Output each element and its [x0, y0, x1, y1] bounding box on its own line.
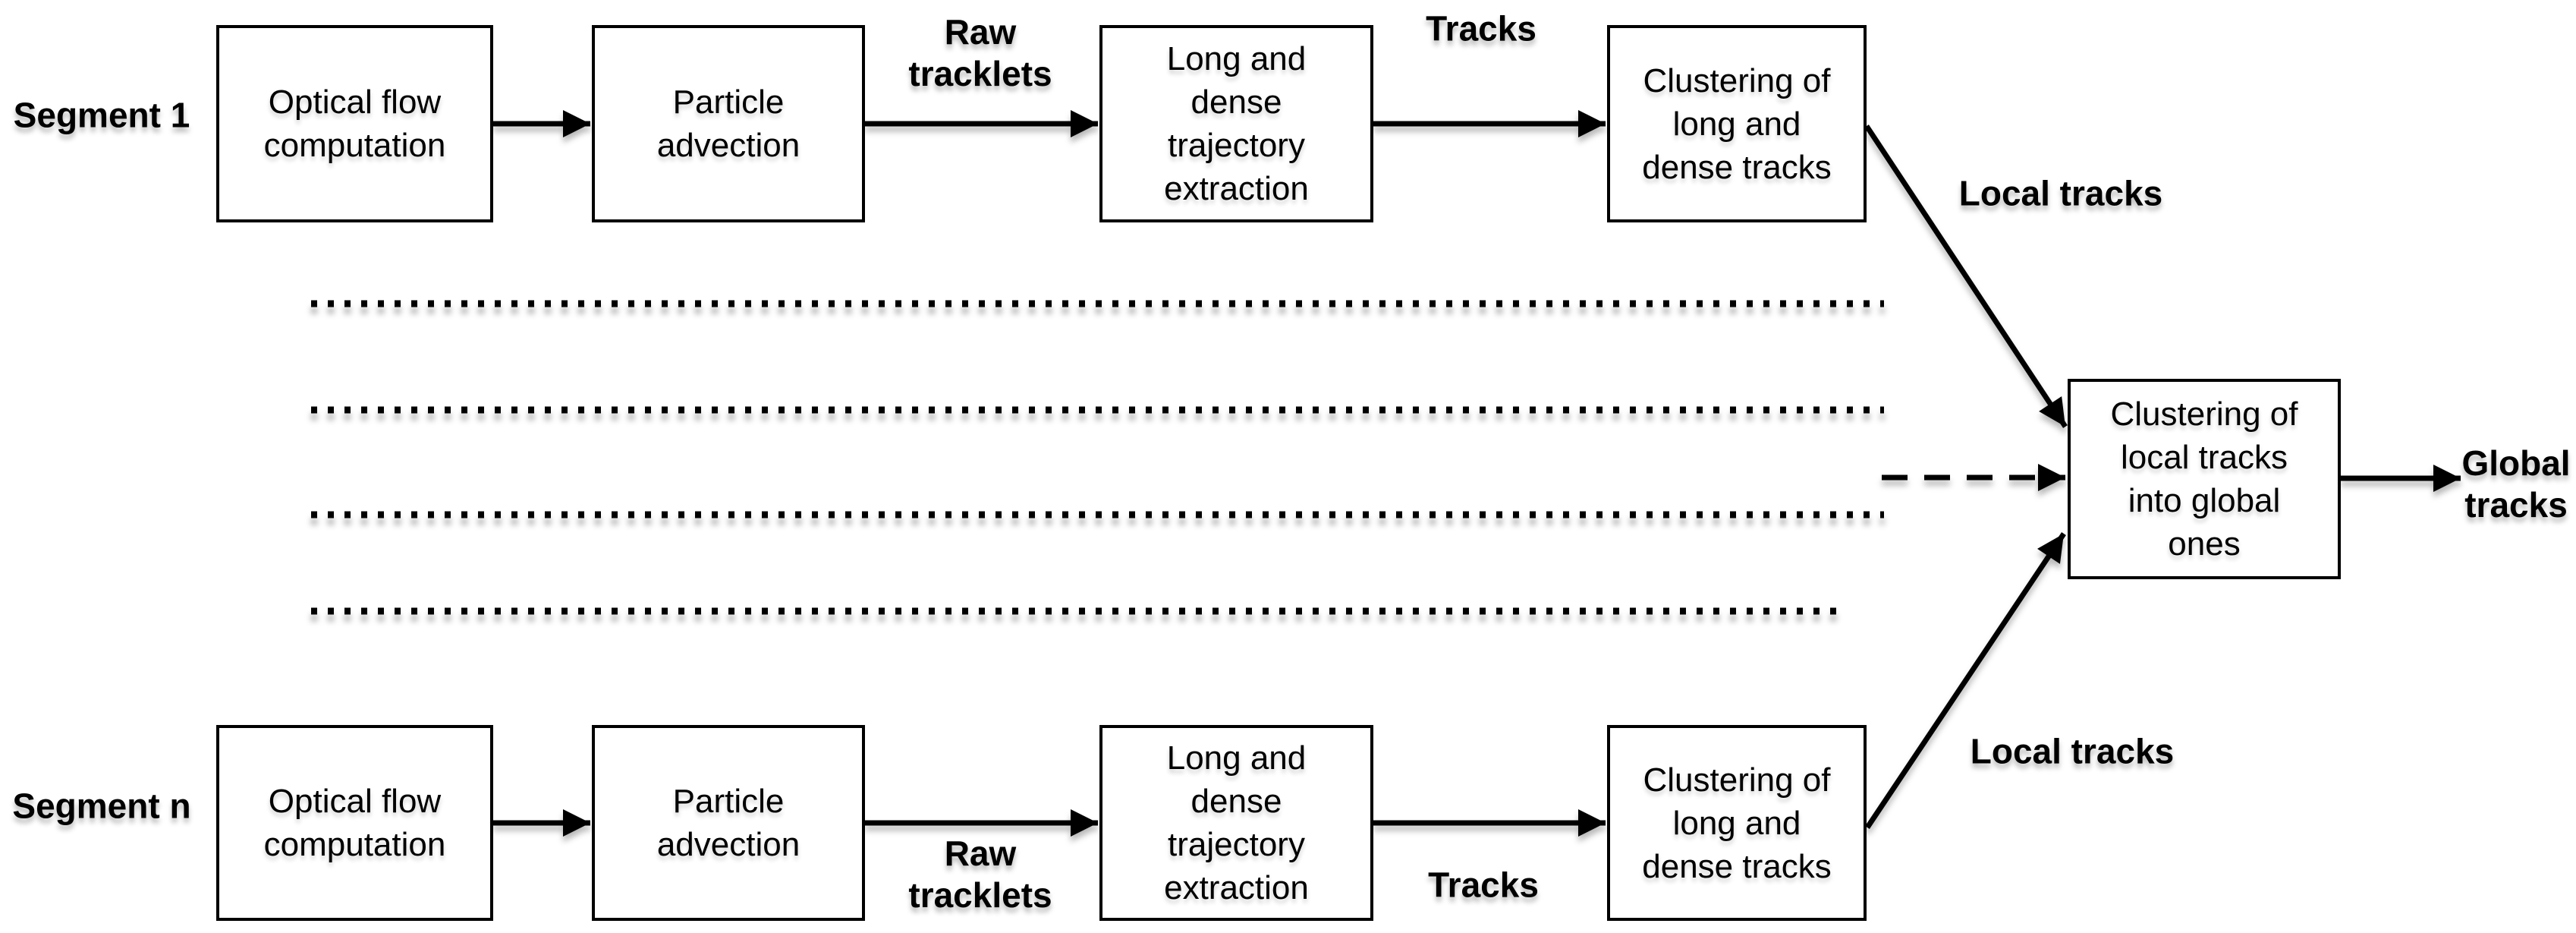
raw-tracklets-label-seg1: Raw tracklets	[908, 12, 1052, 93]
raw-tracklets-label-segn: Raw tracklets	[908, 834, 1052, 915]
global-tracks-label: Global tracks	[2461, 443, 2571, 525]
segment-1-label: Segment 1	[13, 95, 190, 135]
box-segn-trajectory-extraction: Long and dense trajectory extraction	[1099, 725, 1373, 921]
box-seg1-optical-flow: Optical flow computation	[216, 25, 493, 222]
local-tracks-label-segn: Local tracks	[1970, 731, 2175, 771]
box-global-clustering: Clustering of local tracks into global o…	[2068, 379, 2341, 579]
tracks-label-segn: Tracks	[1428, 865, 1539, 905]
tracks-label-seg1: Tracks	[1426, 8, 1536, 49]
box-seg1-particle-advection: Particle advection	[592, 25, 865, 222]
local-tracks-label-seg1: Local tracks	[1958, 173, 2163, 213]
arrow-seg1-localtracks-to-merge	[1864, 125, 2068, 428]
box-seg1-trajectory-extraction: Long and dense trajectory extraction	[1099, 25, 1373, 222]
box-segn-track-clustering: Clustering of long and dense tracks	[1607, 725, 1867, 921]
box-seg1-track-clustering: Clustering of long and dense tracks	[1607, 25, 1867, 222]
arrow-segn-localtracks-to-merge	[1865, 532, 2066, 829]
box-segn-optical-flow: Optical flow computation	[216, 725, 493, 921]
segment-n-label: Segment n	[12, 786, 191, 826]
box-segn-particle-advection: Particle advection	[592, 725, 865, 921]
